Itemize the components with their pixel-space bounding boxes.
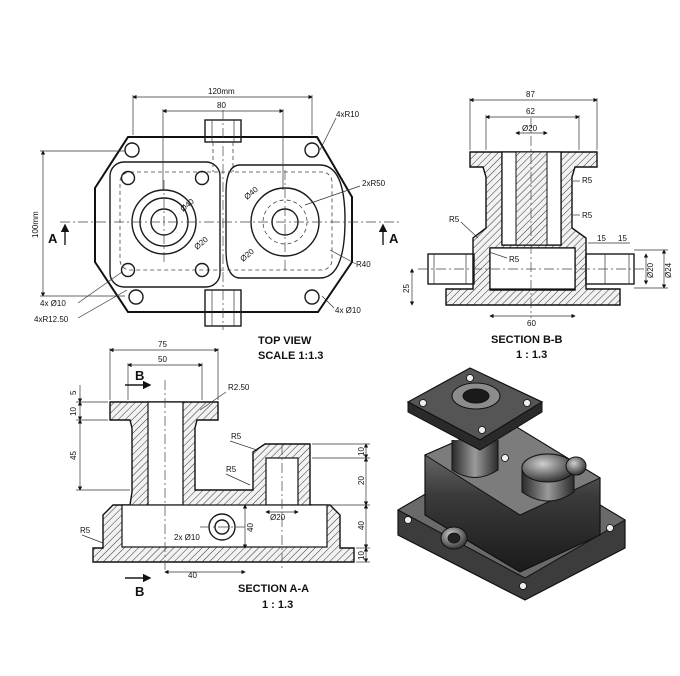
isometric-render (396, 367, 626, 601)
top-view-title: TOP VIEW (258, 335, 312, 347)
top-view-outline (94, 136, 353, 313)
hole-icon (304, 142, 320, 158)
top-view: 120mm 80 4xR10 100mm 2xR50 R40 Ø40 Ø20 Ø… (31, 87, 400, 362)
dim-40-right: 40 (357, 521, 366, 530)
dim-62: 62 (526, 107, 535, 116)
dim-4x-dia10-left: 4x Ø10 (40, 299, 66, 308)
dim-r5-a: R5 (582, 176, 593, 185)
dim-50: 50 (158, 355, 167, 364)
dim-dia20-left: Ø20 (193, 235, 211, 252)
dim-4xR10: 4xR10 (336, 110, 360, 119)
dim-R40: R40 (356, 260, 371, 269)
dim-10-top: 10 (357, 447, 366, 456)
section-mark-a-right: A (389, 231, 399, 246)
dim-100mm: 100mm (31, 211, 40, 238)
dim-r5-c: R5 (449, 215, 460, 224)
dim-75: 75 (158, 340, 167, 349)
hole-icon (120, 262, 136, 278)
hole-icon (128, 289, 144, 305)
inner-cavity (121, 504, 328, 548)
section-mark-b-bottom: B (135, 584, 144, 599)
hole-icon (304, 289, 320, 305)
hidden-cavity (119, 171, 333, 271)
dim-dia20-side: Ø20 (646, 262, 655, 278)
dim-25: 25 (402, 284, 411, 293)
dim-R2.50: R2.50 (228, 383, 250, 392)
hole-icon (120, 170, 136, 186)
right-boss (225, 164, 346, 279)
dim-dia20-right: Ø20 (239, 247, 257, 264)
dim-45: 45 (69, 451, 78, 460)
section-aa-scale: 1 : 1.3 (262, 599, 293, 611)
section-aa-title: SECTION A-A (238, 583, 309, 595)
section-bb-title: SECTION B-B (491, 334, 563, 346)
dim-5: 5 (69, 390, 78, 395)
hole-icon (124, 142, 140, 158)
hole-icon (194, 262, 210, 278)
dim-dia40-right: Ø40 (243, 185, 261, 202)
dim-4x-dia10-right: 4x Ø10 (335, 306, 361, 315)
dim-10-bottom: 10 (357, 551, 366, 560)
dim-40-inner: 40 (246, 523, 255, 532)
section-mark-b-top: B (135, 368, 144, 383)
dim-4xR12.50: 4xR12.50 (34, 315, 69, 324)
dim-2x-dia10: 2x Ø10 (174, 533, 200, 542)
top-view-scale: SCALE 1:1.3 (258, 350, 323, 362)
section-mark-a-left: A (48, 231, 58, 246)
section-aa: 75 50 R2.50 5 10 45 R5 R5 R5 10 20 40 10… (69, 340, 370, 611)
dim-40-bottom: 40 (188, 571, 197, 580)
dim-20: 20 (357, 476, 366, 485)
dim-dia20: Ø20 (522, 124, 538, 133)
dim-80: 80 (217, 101, 226, 110)
dim-r5-b: R5 (226, 465, 237, 474)
dim-dia20: Ø20 (270, 513, 286, 522)
dim-r5-c: R5 (80, 526, 91, 535)
left-flange (109, 161, 221, 288)
dim-87: 87 (526, 90, 535, 99)
dim-15a: 15 (597, 234, 606, 243)
dim-r5-b: R5 (582, 211, 593, 220)
dim-2xR50: 2xR50 (362, 179, 386, 188)
section-bb: 87 62 Ø20 R5 R5 R5 R5 15 15 Ø20 Ø24 25 6… (402, 90, 673, 361)
dim-r5-a: R5 (231, 432, 242, 441)
section-bb-scale: 1 : 1.3 (516, 349, 547, 361)
dim-15b: 15 (618, 234, 627, 243)
dim-60: 60 (527, 319, 536, 328)
dim-dia24: Ø24 (664, 262, 673, 278)
dim-10: 10 (69, 407, 78, 416)
dim-r5-d: R5 (509, 255, 520, 264)
hole-icon (194, 170, 210, 186)
dim-120mm: 120mm (208, 87, 235, 96)
